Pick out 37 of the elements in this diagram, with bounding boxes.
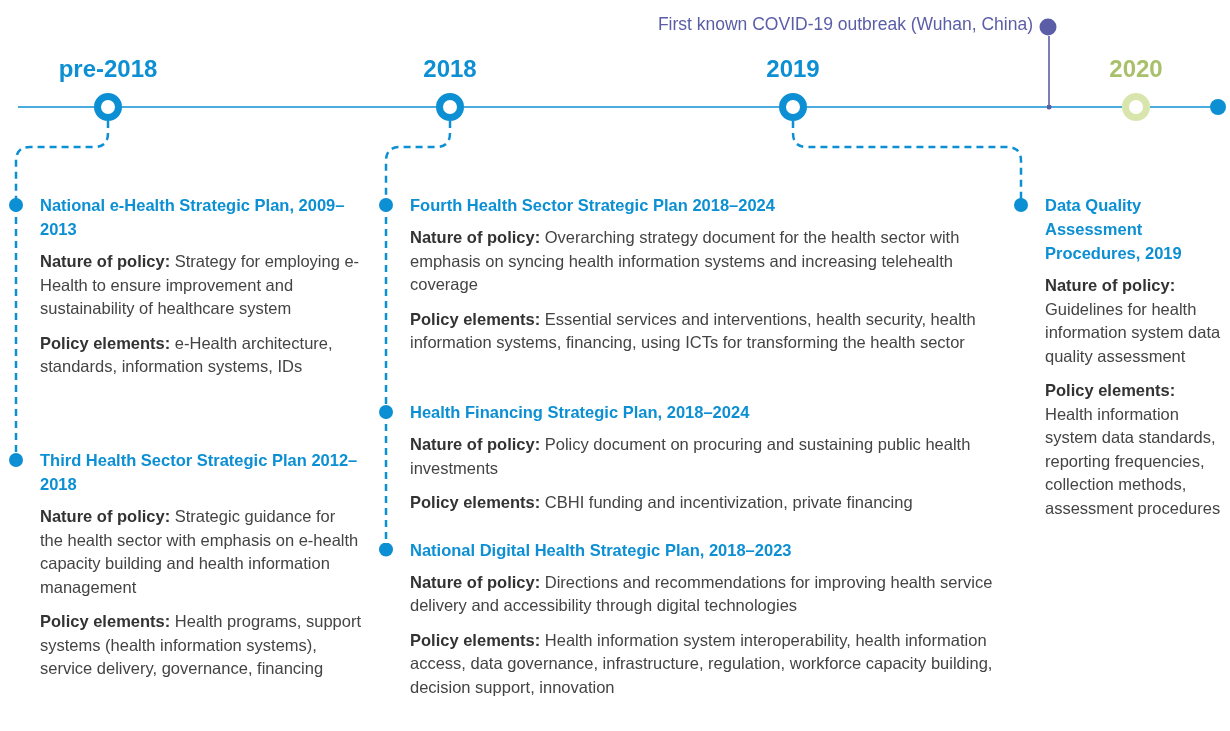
policy-title: Fourth Health Sector Strategic Plan 2018–2024	[410, 195, 776, 216]
timeline-line	[806, 106, 1123, 108]
milestone-ring	[1122, 93, 1150, 121]
year-label: 2018	[422, 54, 478, 84]
marker-line	[1046, 35, 1052, 110]
policy-description: Policy elements: CBHI funding and incentivization, private financing	[410, 492, 914, 513]
year-label: 2020	[1108, 54, 1164, 84]
policy-description: Policy elements: e-Health architecture, standards, information systems, IDs	[40, 332, 334, 377]
dashed-connector	[791, 121, 1028, 212]
policy-description: Policy elements: Health information system data standards, reporting frequencies, collection methods, assessment procedures	[1045, 380, 1222, 519]
policy-title: Data Quality Assessment Procedures, 2019	[1045, 195, 1183, 264]
policy-title: Health Financing Strategic Plan, 2018–2024	[410, 402, 751, 423]
milestone-ring	[94, 93, 122, 121]
policy-description: Nature of policy: Strategic guidance for the health sector with emphasis on e-health capacity building and health information management	[40, 506, 360, 598]
dashed-connector	[379, 121, 452, 212]
year-label: 2019	[765, 54, 821, 84]
year-label: pre-2018	[57, 54, 159, 84]
policy-description: Policy elements: Essential services and interventions, health security, health information systems, financing, using ICTs for transforming the health sector	[410, 308, 977, 353]
timeline-end-dot	[1210, 99, 1226, 115]
policy-description: Nature of policy: Guidelines for health information system data quality assessment	[1045, 275, 1222, 367]
milestone-ring	[436, 93, 464, 121]
timeline-line	[1149, 106, 1211, 108]
policy-description: Nature of policy: Directions and recommendations for improving health service delivery and accessibility through digital technologies	[410, 571, 994, 616]
policy-title: National e-Health Strategic Plan, 2009–2013	[40, 195, 346, 240]
policy-title: Third Health Sector Strategic Plan 2012–2018	[40, 450, 359, 495]
timeline-line	[121, 106, 437, 108]
policy-title: National Digital Health Strategic Plan, 2018–2023	[410, 539, 793, 561]
dashed-connector	[9, 121, 110, 212]
timeline-line	[17, 106, 95, 108]
policy-description: Nature of policy: Policy document on procuring and sustaining public health investments	[410, 434, 972, 479]
milestone-ring	[779, 93, 807, 121]
policy-description: Policy elements: Health information system interoperability, health information access, data governance, infrastructure, regulation, workforce capacity building, decision support, innovation	[410, 629, 994, 698]
policy-description: Nature of policy: Strategy for employing e-Health to ensure improvement and sustainability of healthcare system	[40, 251, 361, 319]
timeline-line	[463, 106, 780, 108]
policy-description: Nature of policy: Overarching strategy document for the health sector with emphasis on syncing health information systems and increasing telehealth coverage	[410, 227, 961, 295]
event-label: First known COVID-19 outbreak (Wuhan, China)	[657, 13, 1033, 36]
policy-description: Policy elements: Health programs, support systems (health information systems), service delivery, governance, financing	[40, 611, 361, 679]
